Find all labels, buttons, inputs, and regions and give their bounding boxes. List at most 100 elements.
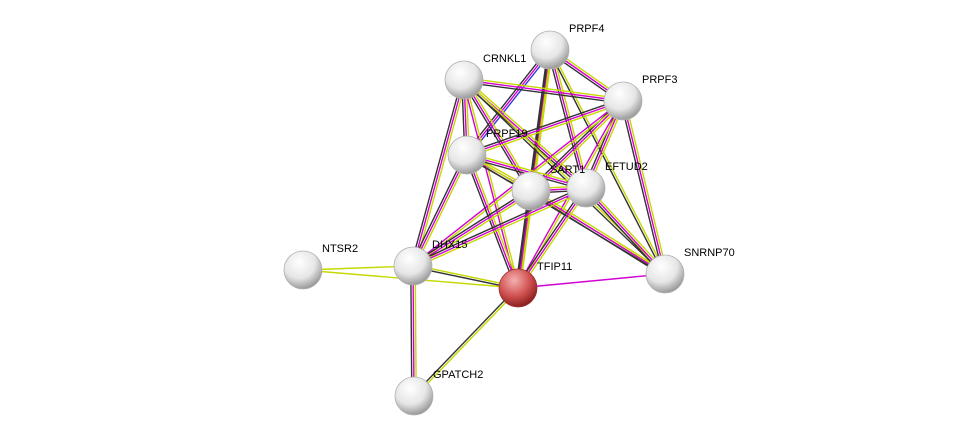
edge-textmining-line (551, 49, 589, 188)
node-label: SNRNP70 (684, 247, 735, 259)
node-label: PRPF4 (569, 23, 604, 35)
edge-eftud2-dhx15[interactable] (411, 185, 588, 269)
edge-prpf4-eftud2[interactable] (547, 49, 589, 189)
edge-eftud2-tfip11[interactable] (515, 186, 589, 290)
edge-coexpression-line (583, 189, 664, 276)
node-bubble[interactable] (603, 81, 643, 121)
node-bubble[interactable] (498, 268, 538, 308)
node-label: DHX15 (432, 239, 467, 251)
node-bubble[interactable] (444, 60, 484, 100)
edges-layer (302, 47, 668, 398)
edge-experiments-line (412, 79, 465, 267)
node-bubble[interactable] (283, 250, 323, 290)
edge-textmining-line (464, 79, 520, 288)
edge-textmining-line (414, 155, 470, 268)
edge-coexpression-line (515, 186, 585, 288)
edge-prpf4-snrnp70[interactable] (548, 49, 667, 275)
edge-textmining-line (467, 102, 624, 158)
node-prpf3[interactable] (603, 81, 643, 121)
edge-coexpression-line (464, 155, 517, 290)
nodes-layer (283, 30, 685, 416)
edge-coexpression-line (529, 192, 665, 277)
edge-experiments-line (466, 154, 519, 289)
edge-coexpression-line (411, 185, 586, 265)
edge-coexpression-line (463, 81, 623, 104)
edge-textmining-line (519, 188, 589, 290)
node-bubble[interactable] (447, 135, 487, 175)
edge-coexpression-line (461, 80, 530, 193)
edge-crnkl1-prpf3[interactable] (463, 77, 624, 104)
edge-tfip11-snrnp70[interactable] (517, 273, 666, 289)
edge-experiments-line (412, 190, 532, 267)
node-label: SART1 (550, 164, 585, 176)
edge-experiments-line (462, 80, 518, 289)
edge-textmining-line (413, 189, 588, 269)
node-label: EFTUD2 (605, 161, 648, 173)
edge-coexpression-line (410, 79, 463, 266)
node-label: PRPF3 (642, 74, 677, 86)
node-bubble[interactable] (645, 254, 685, 294)
node-label: CRNKL1 (483, 53, 526, 65)
edge-crnkl1-dhx15[interactable] (410, 79, 467, 267)
edge-textmining-line (624, 100, 668, 274)
edge-coexpression-line (528, 49, 549, 191)
edge-coexpression-line (462, 80, 665, 276)
edge-experiments-line (466, 49, 551, 156)
edge-experiments-line (530, 49, 551, 192)
edge-dhx15-gpatch2[interactable] (410, 265, 417, 397)
edge-coexpression-line (466, 98, 623, 154)
edge-coexpression-line (516, 49, 550, 288)
edge-tfip11-gpatch2[interactable] (412, 286, 520, 398)
edge-eftud2-snrnp70[interactable] (583, 186, 668, 276)
node-tfip11[interactable] (498, 268, 538, 308)
node-bubble[interactable] (511, 171, 551, 211)
edge-experiments-line (412, 154, 468, 267)
edge-coexpression-line (620, 101, 664, 275)
edge-textmining-line (413, 192, 533, 269)
edge-experiments-line (412, 187, 587, 267)
node-ntsr2[interactable] (283, 250, 323, 290)
node-bubble[interactable] (394, 376, 434, 416)
edge-textmining-line (550, 49, 667, 274)
node-bubble[interactable] (530, 30, 570, 70)
node-prpf19[interactable] (447, 135, 487, 175)
edge-experiments-line (585, 187, 666, 275)
node-prpf4[interactable] (530, 30, 570, 70)
edge-textmining-line (465, 78, 534, 191)
edge-coexpression-line (412, 286, 518, 396)
edge-textmining-line (587, 186, 668, 273)
edge-prpf19-tfip11[interactable] (464, 153, 521, 290)
edge-coexpression-line (410, 153, 466, 266)
node-bubble[interactable] (566, 168, 606, 208)
edge-sart1-dhx15[interactable] (411, 188, 533, 269)
edge-databases-line (468, 50, 553, 157)
edge-experiments-line (517, 273, 666, 289)
node-label: PRPF19 (486, 128, 528, 140)
edge-textmining-line (414, 288, 520, 398)
node-crnkl1[interactable] (444, 60, 484, 100)
edge-prpf19-dhx15[interactable] (410, 153, 470, 268)
edge-prpf3-snrnp70[interactable] (620, 100, 668, 275)
edge-experiments-line (549, 49, 587, 189)
edge-crnkl1-tfip11[interactable] (462, 79, 520, 289)
edge-experiments-line (530, 100, 624, 192)
node-sart1[interactable] (511, 171, 551, 211)
edge-coexpression-line (548, 50, 665, 275)
edge-experiments-line (622, 100, 666, 275)
edge-textmining-line (414, 80, 467, 267)
edge-experiments-line (517, 187, 587, 289)
node-dhx15[interactable] (393, 246, 433, 286)
node-bubble[interactable] (393, 246, 433, 286)
node-gpatch2[interactable] (394, 376, 434, 416)
edge-textmining-line (464, 77, 624, 100)
edge-experiments-line (463, 79, 624, 102)
edge-prpf3-prpf19[interactable] (466, 98, 624, 158)
node-eftud2[interactable] (566, 168, 606, 208)
edge-coexpression-line (547, 50, 585, 189)
node-label: GPATCH2 (433, 369, 483, 381)
edge-experiments-line (466, 100, 624, 156)
edge-coexpression-line (410, 266, 413, 397)
node-snrnp70[interactable] (645, 254, 685, 294)
